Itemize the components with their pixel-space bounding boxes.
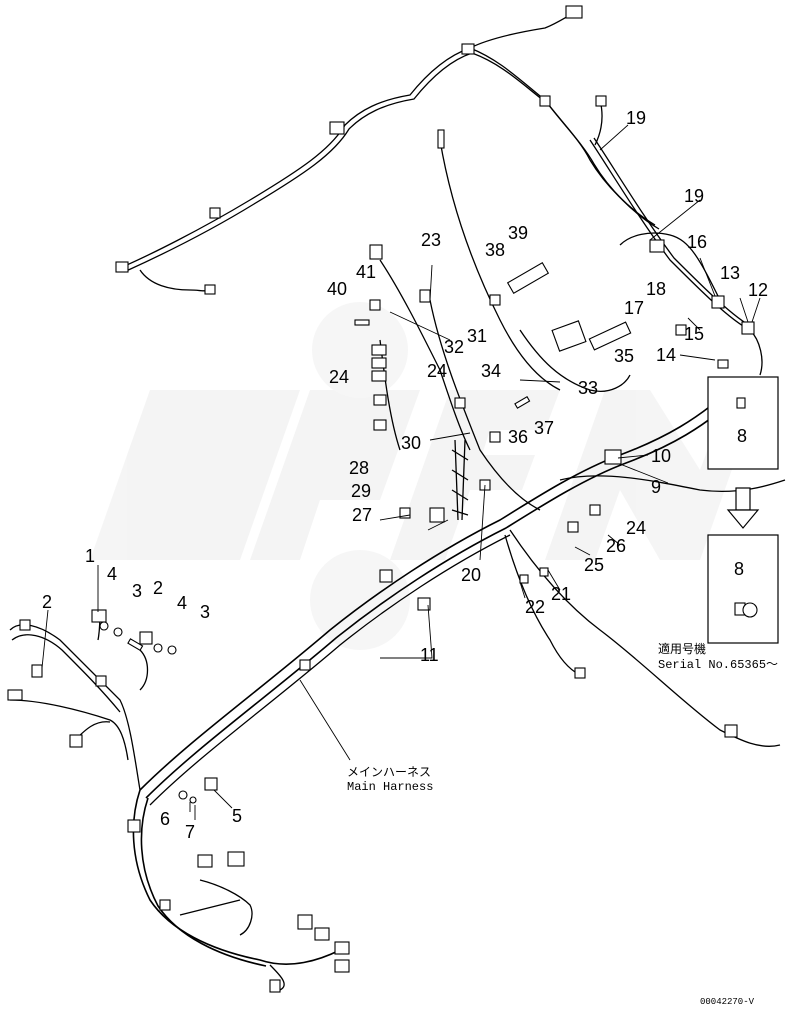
callout-16: 16 [687,232,707,252]
callout-15: 15 [684,324,704,344]
callout-24: 24 [626,518,646,538]
callout-38: 38 [485,240,505,260]
callout-5: 5 [232,806,242,826]
callout-30: 30 [401,433,421,453]
callout-34: 34 [481,361,501,381]
serial-label-en: Serial No.65365～ [658,658,778,672]
callout-6: 6 [160,809,170,829]
callout-24: 24 [329,367,349,387]
callout-4: 4 [177,593,187,613]
callout-39: 39 [508,223,528,243]
callout-18: 18 [646,279,666,299]
callout-29: 29 [351,481,371,501]
serial-label-jp: 適用号機 [658,641,706,656]
variant-box-bottom [707,534,779,644]
callout-22: 22 [525,597,545,617]
callout-26: 26 [606,536,626,556]
callout-32: 32 [444,337,464,357]
callout-12: 12 [748,280,768,300]
callout-24: 24 [427,361,447,381]
callout-2: 2 [153,578,163,598]
callout-21: 21 [551,584,571,604]
callout-3: 3 [132,581,142,601]
callout-9: 9 [651,477,661,497]
callout-25: 25 [584,555,604,575]
callout-37: 37 [534,418,554,438]
callout-2: 2 [42,592,52,612]
main-harness-label-jp: メインハーネス [347,765,431,779]
callout-8: 8 [737,426,747,446]
callout-23: 23 [421,230,441,250]
callout-35: 35 [614,346,634,366]
callout-10: 10 [651,446,671,466]
callout-40: 40 [327,279,347,299]
callout-36: 36 [508,427,528,447]
callout-13: 13 [720,263,740,283]
callout-14: 14 [656,345,676,365]
callout-4: 4 [107,564,117,584]
callout-1: 1 [85,546,95,566]
callout-7: 7 [185,822,195,842]
callout-41: 41 [356,262,376,282]
callout-20: 20 [461,565,481,585]
callout-31: 31 [467,326,487,346]
variant-box-top [707,376,779,470]
callout-17: 17 [624,298,644,318]
callout-3: 3 [200,602,210,622]
drawing-number: 00042270-V [700,997,755,1007]
callout-11: 11 [420,645,439,665]
callout-19: 19 [626,108,646,128]
callout-28: 28 [349,458,369,478]
callout-8: 8 [734,559,744,579]
callout-19: 19 [684,186,704,206]
harness-drawing [7,5,786,993]
down-arrow [726,487,760,529]
callout-27: 27 [352,505,372,525]
callout-33: 33 [578,378,598,398]
main-harness-label-en: Main Harness [347,780,433,794]
callout-labels: 1 2 2 2 3 3 4 4 5 6 7 8 8 9 10 11 12 13 … [42,108,768,842]
